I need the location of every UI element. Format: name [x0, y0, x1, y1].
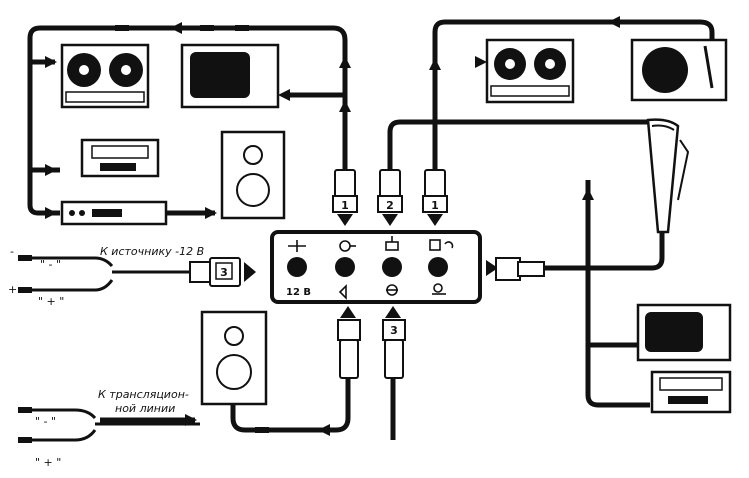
- radio-right-icon: [650, 370, 732, 414]
- socket-4: [428, 257, 448, 277]
- speaker-top-icon: [220, 130, 286, 220]
- plus-sign: +: [8, 283, 17, 296]
- plug-bottom-left: [337, 306, 361, 379]
- plus-quote-bottom: " + ": [35, 456, 61, 469]
- minus-quote-label: " - ": [40, 258, 61, 271]
- plug-number: 1: [341, 199, 349, 212]
- socket-3: [382, 257, 402, 277]
- hub-symbols-bottom: [338, 283, 446, 300]
- plug-number: 3: [220, 266, 228, 279]
- bottom-arrows: [185, 414, 330, 436]
- plug-top-left: 1: [332, 169, 358, 226]
- amplifier-icon: [60, 200, 168, 226]
- minus-sign: -: [10, 245, 14, 258]
- reel-tape-recorder-left-icon: [60, 43, 150, 109]
- tv-top-icon: [180, 43, 280, 109]
- plug-right: [486, 257, 545, 281]
- hub-voltage-label: 12 В: [286, 287, 311, 298]
- broadcast-label-line2: ной линии: [115, 402, 175, 415]
- power-prongs: [18, 255, 32, 293]
- socket-2: [335, 257, 355, 277]
- cable-broadcast: [30, 408, 200, 442]
- plug-number: 3: [390, 324, 398, 337]
- hub-box: 12 В: [270, 230, 482, 304]
- speaker-bottom-icon: [200, 310, 268, 406]
- broadcast-prongs: [18, 407, 32, 443]
- minus-quote-bottom: " - ": [35, 415, 56, 428]
- right-top-arrows: [429, 16, 620, 70]
- plus-quote-label: " + ": [38, 295, 64, 308]
- plug-number: 1: [431, 199, 439, 212]
- cable-right-top: [387, 19, 715, 170]
- plug-top-middle: 2: [377, 169, 403, 226]
- plug-number: 2: [386, 199, 394, 212]
- reel-tape-recorder-right-icon: [485, 38, 575, 104]
- left-loop-arrows: [45, 22, 351, 219]
- source-label: К источнику -12 В: [100, 245, 204, 258]
- cable-power: [30, 256, 190, 292]
- microphone-icon: [646, 118, 690, 234]
- right-side-arrows: [582, 188, 594, 200]
- broadcast-label-line1: К трансляцион-: [98, 388, 189, 401]
- socket-1: [287, 257, 307, 277]
- tv-right-icon: [636, 303, 732, 362]
- record-player-icon: [630, 38, 728, 102]
- hub-symbols-top: [288, 236, 454, 252]
- plug-bottom-right: 3: [382, 306, 406, 379]
- cable-bottom: [100, 378, 396, 440]
- plug-top-right: 1: [422, 169, 448, 226]
- cassette-deck-icon: [80, 138, 160, 178]
- cable-right-side: [545, 180, 665, 408]
- plug-power: 3: [189, 257, 256, 287]
